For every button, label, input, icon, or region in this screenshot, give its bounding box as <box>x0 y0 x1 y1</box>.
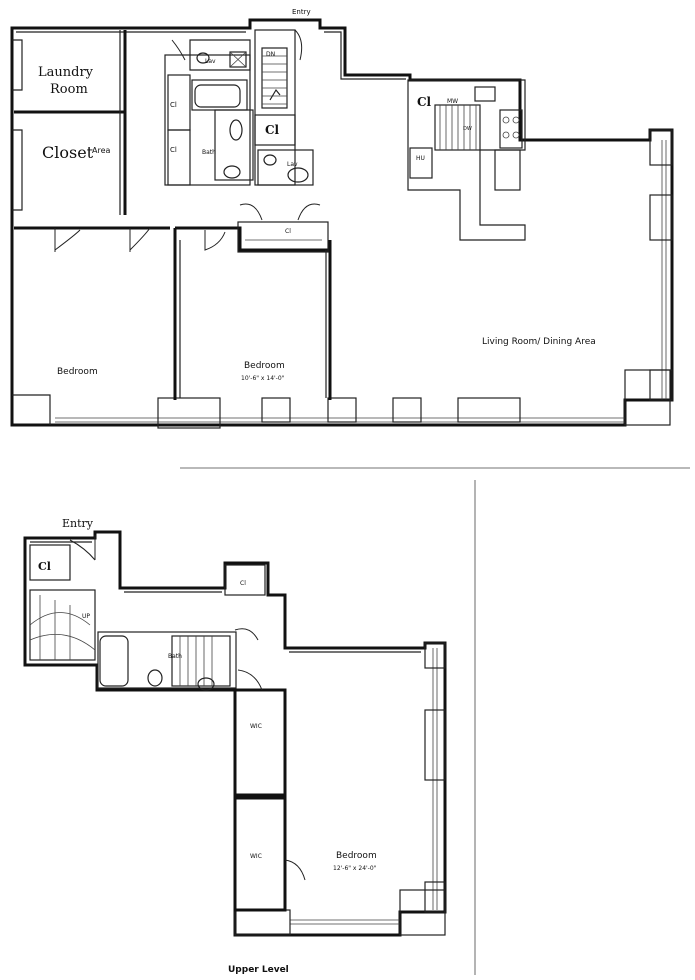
upper-stairs-up-label: UP <box>82 613 90 620</box>
closet-b-label: Cl <box>170 146 177 154</box>
lav-top-label: Lav <box>205 58 216 65</box>
upper-closet1-label: Cl <box>38 560 51 573</box>
lav-mid-label: Lav <box>287 161 298 168</box>
closet-area-label: Area <box>92 146 111 155</box>
bedroom2-dimensions: 10'-6" x 14'-0" <box>241 375 285 382</box>
living-dining-label: Living Room/ Dining Area <box>482 337 596 347</box>
upper-bath-label: Bath <box>168 653 182 660</box>
microwave-label: MW <box>447 98 458 105</box>
hall-closet-label: Cl <box>285 228 291 235</box>
upper-bedroom-label: Bedroom <box>336 851 377 861</box>
kitchen-closet-label: Cl <box>417 95 432 109</box>
bedroom2-label: Bedroom <box>244 361 285 371</box>
closet-a-label: Cl <box>170 101 177 109</box>
entry-label: Entry <box>292 8 311 16</box>
lower-level-labels: Entry Laundry Room Closet Area Lav DN Cl… <box>38 8 596 382</box>
bath-label: Bath <box>202 149 216 156</box>
upper-level-title: Upper Level <box>228 965 289 975</box>
closet-big-label: Cl <box>265 123 280 137</box>
lower-level-plan <box>10 18 674 429</box>
upper-bedroom-dimensions: 12'-6" x 24'-0" <box>333 865 377 872</box>
upper-closet2-label: Cl <box>240 580 246 587</box>
bedroom1-label: Bedroom <box>57 367 98 377</box>
laundry-room-label: Laundry <box>38 65 94 80</box>
closet-label: Closet <box>42 143 94 162</box>
wic1-label: WIC <box>250 723 262 730</box>
upper-level-plan <box>23 530 447 937</box>
wic2-label: WIC <box>250 853 262 860</box>
upper-entry-label: Entry <box>62 517 94 530</box>
stairs-down-label: DN <box>266 51 275 58</box>
dishwasher-label: DW <box>463 126 472 132</box>
hu-label: HU <box>416 155 425 162</box>
upper-level-labels: Entry Cl Cl UP Bath WIC WIC Bedroom 12'-… <box>38 517 377 975</box>
laundry-room-label-line2: Room <box>50 82 88 97</box>
